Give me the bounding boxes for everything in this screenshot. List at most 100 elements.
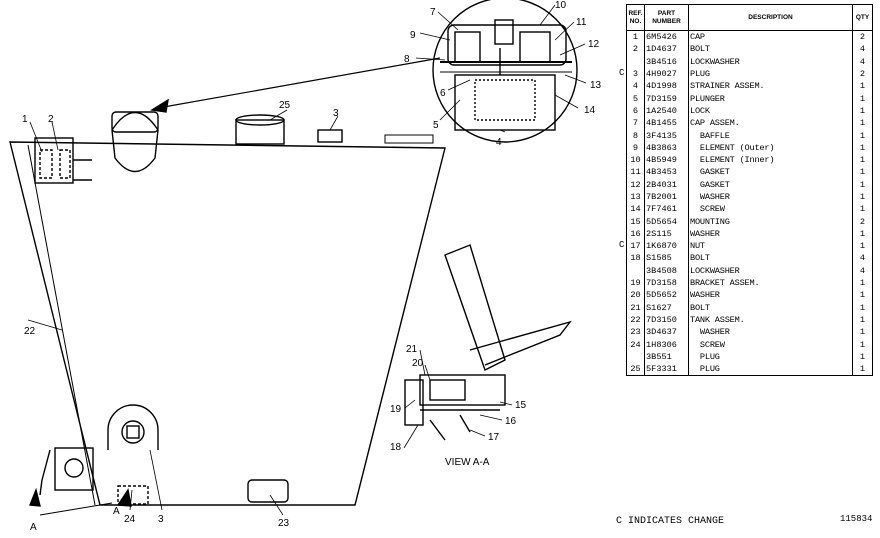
description-cell: BRACKET ASSEM. (688, 276, 853, 290)
qty-cell: 1 (852, 129, 873, 142)
description-cell: ELEMENT (Outer) (688, 141, 853, 154)
ref-cell: 4 (626, 80, 645, 93)
ref-cell: 6 (626, 104, 645, 118)
ref-cell: 11 (626, 166, 645, 179)
part-number-cell: 3B551 (644, 350, 689, 364)
description-cell: BOLT (688, 252, 853, 265)
callout-13: 13 (590, 80, 602, 91)
part-number-cell: 5F3331 (644, 363, 689, 377)
parts-diagram: 1 2 3 3 4 5 6 7 8 9 10 11 12 13 14 15 16… (9, 0, 602, 533)
qty-cell: 1 (852, 350, 873, 364)
drain-plug-boss (107, 404, 159, 450)
vent-fitting (317, 129, 343, 143)
header-part-number: PART NUMBER (644, 4, 689, 31)
part-number-cell: 7F7461 (644, 203, 689, 216)
description-cell: NUT (688, 240, 853, 253)
tank-side-edge (27, 144, 96, 506)
header-qty: QTY (852, 4, 873, 31)
parts-table-header: REF. NO. PART NUMBER DESCRIPTION QTY (626, 4, 873, 31)
lower-bracket (54, 447, 94, 491)
callout-21: 21 (406, 344, 418, 355)
description-cell: WASHER (688, 227, 853, 241)
bottom-plug (247, 479, 289, 503)
part-number-cell: 2B4031 (644, 178, 689, 191)
callout-10: 10 (555, 0, 567, 11)
ref-cell: 14 (626, 203, 645, 216)
qty-cell: 1 (852, 92, 873, 105)
qty-cell: 2 (852, 30, 873, 44)
description-cell: SCREW (688, 203, 853, 216)
ref-cell: 8 (626, 129, 645, 142)
qty-cell: 1 (852, 363, 873, 377)
callout-17: 17 (488, 432, 500, 443)
qty-cell: 1 (852, 227, 873, 241)
callout-19: 19 (390, 404, 402, 415)
callout-6: 6 (440, 88, 446, 99)
part-number-cell: 3B4516 (644, 55, 689, 68)
description-cell: GASKET (688, 166, 853, 179)
ref-cell: 2 (626, 43, 645, 56)
part-number-cell: 1A2540 (644, 104, 689, 118)
part-number-cell: 6M5426 (644, 30, 689, 44)
description-cell: SCREW (688, 338, 853, 351)
part-number-cell: 4H9027 (644, 67, 689, 81)
description-cell: WASHER (688, 289, 853, 302)
qty-cell: 1 (852, 289, 873, 302)
ref-cell: 10 (626, 153, 645, 167)
view-aa-label: VIEW A-A (445, 457, 490, 468)
callout-22: 22 (24, 326, 36, 337)
description-cell: PLUG (688, 67, 853, 81)
part-number-cell: 5D5654 (644, 215, 689, 228)
description-cell: BAFFLE (688, 129, 853, 142)
ref-cell: 21 (626, 301, 645, 314)
callout-25: 25 (279, 100, 291, 111)
strainer-detail (432, 0, 578, 143)
qty-cell: 1 (852, 301, 873, 314)
qty-cell: 1 (852, 276, 873, 290)
qty-cell: 1 (852, 313, 873, 327)
qty-cell: 1 (852, 117, 873, 130)
callout-15: 15 (515, 400, 527, 411)
part-number-cell: 4B3453 (644, 166, 689, 179)
ref-cell: 17 (626, 240, 645, 253)
description-cell: GASKET (688, 178, 853, 191)
ref-cell: 13 (626, 190, 645, 204)
header-description: DESCRIPTION (688, 4, 853, 31)
filler-cap (111, 112, 159, 173)
part-number-cell: 7D3158 (644, 276, 689, 290)
callout-14: 14 (584, 105, 596, 116)
part-number-cell: S1585 (644, 252, 689, 265)
description-cell: PLUG (688, 350, 853, 364)
part-number-cell: S1627 (644, 301, 689, 314)
ref-cell: 1 (626, 30, 645, 44)
ref-cell: 24 (626, 338, 645, 351)
ref-cell: 18 (626, 252, 645, 265)
callout-11: 11 (576, 17, 587, 28)
callout-18: 18 (390, 442, 402, 453)
callout-16: 16 (505, 416, 517, 427)
ref-cell: 23 (626, 326, 645, 339)
description-cell: TANK ASSEM. (688, 313, 853, 327)
callout-7: 7 (430, 7, 436, 18)
